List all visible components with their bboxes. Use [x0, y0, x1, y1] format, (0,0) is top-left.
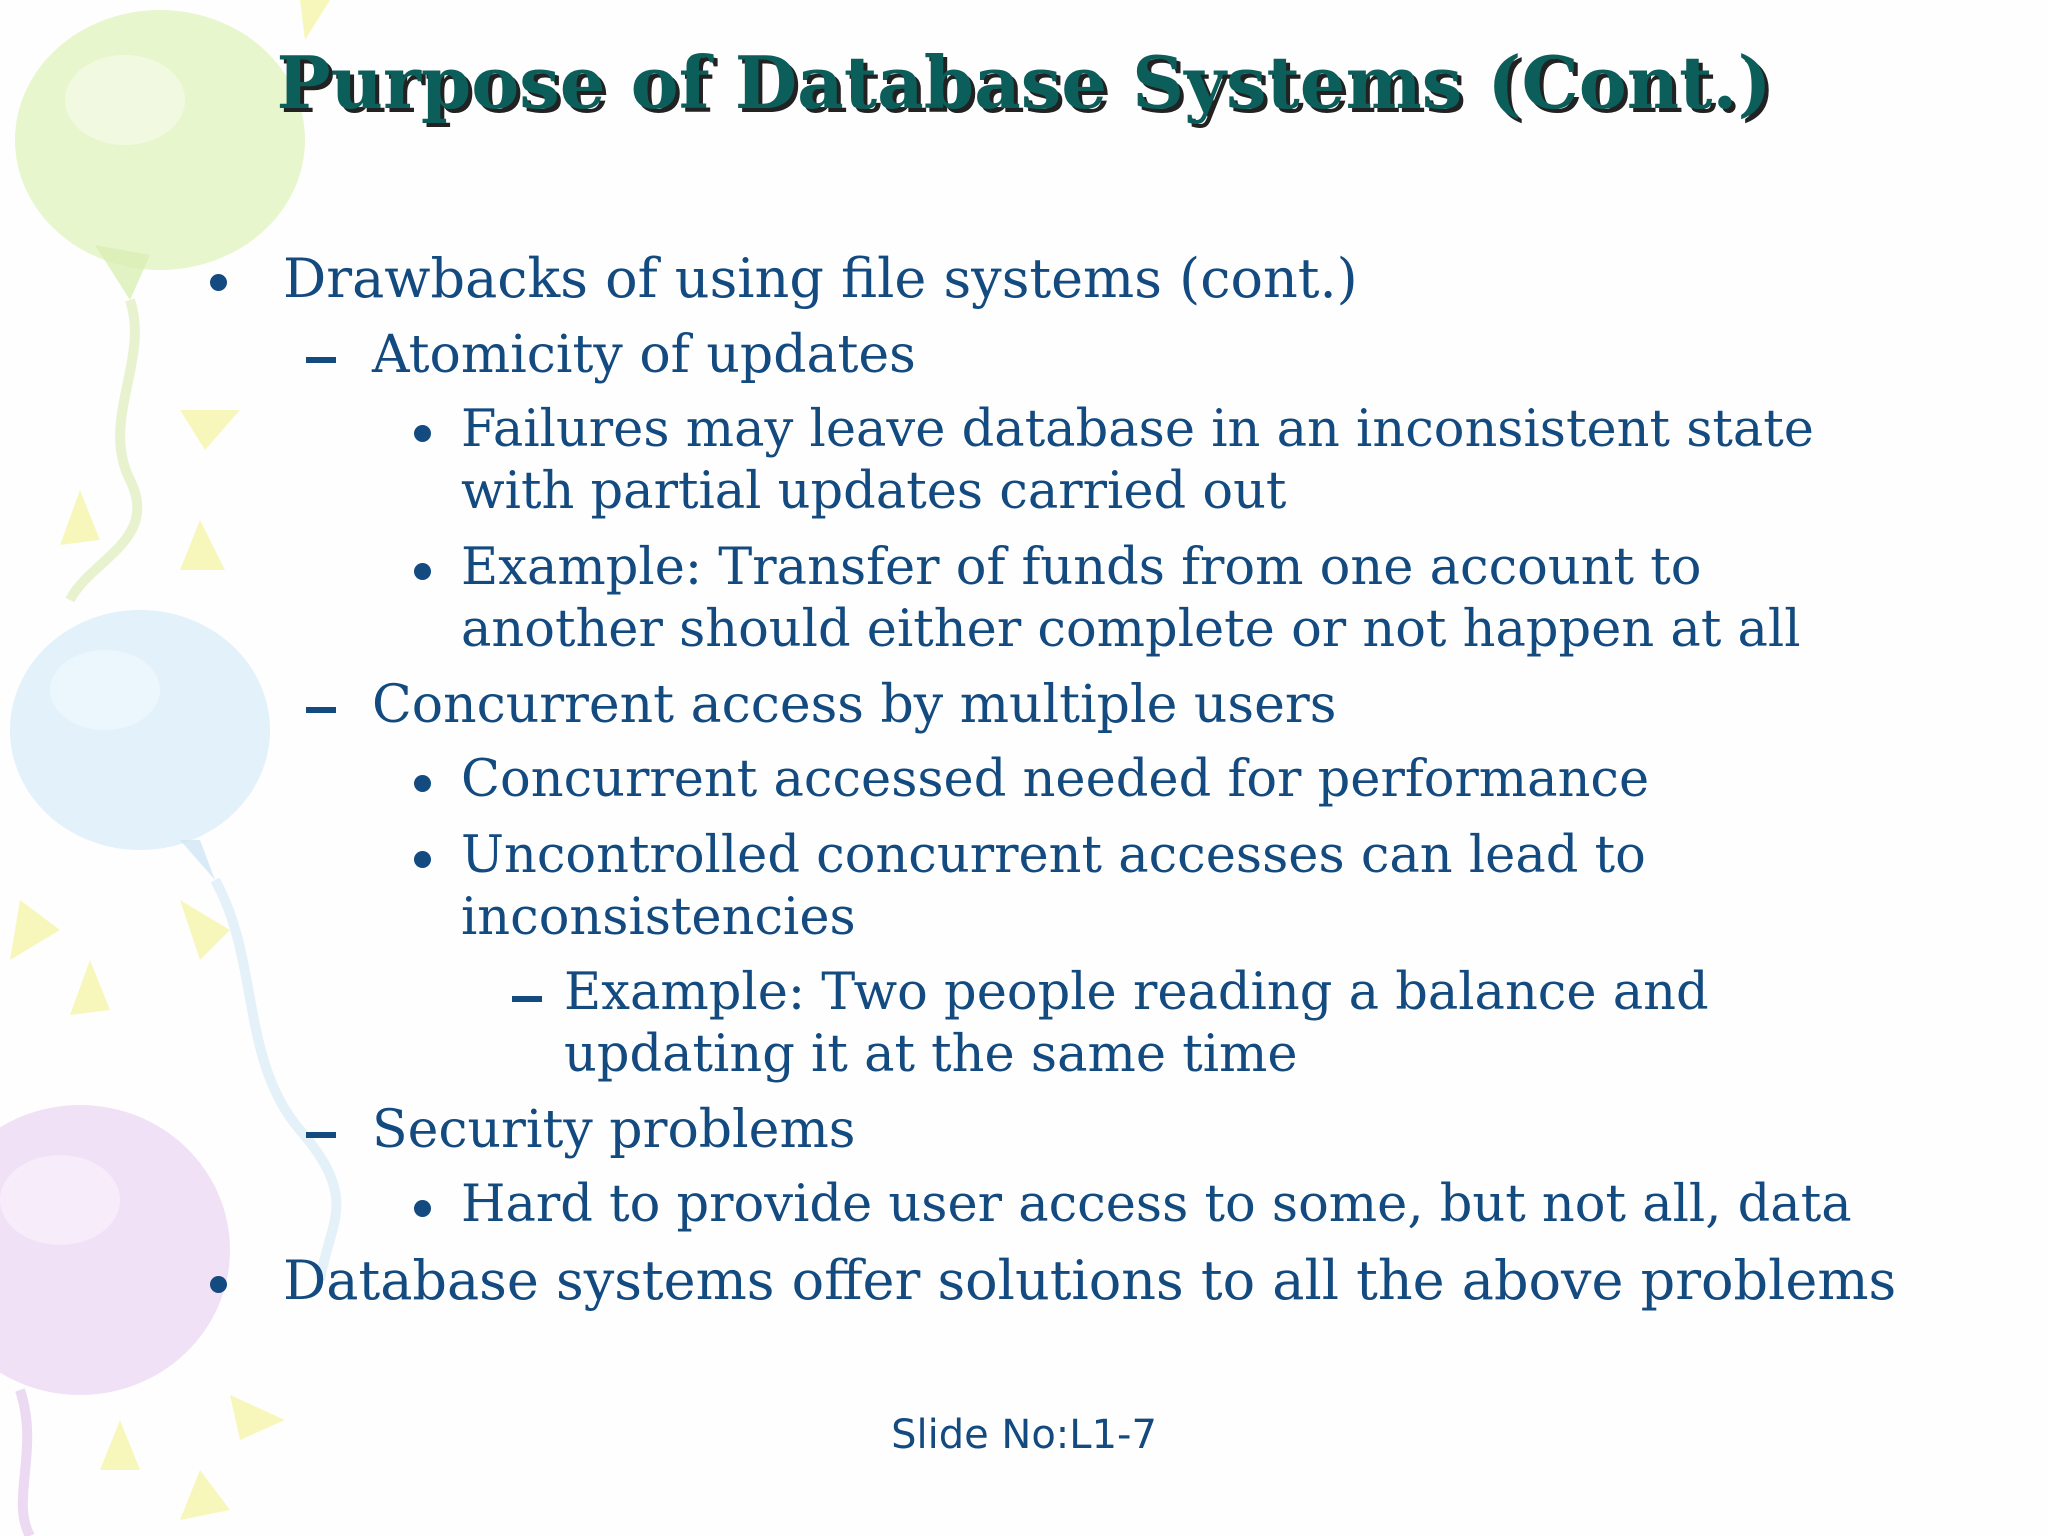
green-balloon-icon: [15, 10, 305, 603]
bullet-icon: [414, 425, 431, 442]
outline-point-uncontrolled: Uncontrolled concurrent accesses can lea…: [461, 826, 1646, 885]
dash-icon: [306, 357, 336, 363]
sunburst-icon: [10, 0, 330, 1520]
outline-point-failures-cont: with partial updates carried out: [461, 462, 1287, 521]
bullet-icon: [414, 775, 431, 792]
bullet-icon: [414, 563, 431, 580]
outline-subitem-security: Security problems: [372, 1100, 856, 1160]
slide-number: Slide No:L1-7: [891, 1412, 1157, 1458]
outline-point-transfer-cont: another should either complete or not ha…: [461, 600, 1801, 659]
outline-item-2: Database systems offer solutions to all …: [283, 1249, 1897, 1312]
outline-point-performance: Concurrent accessed needed for performan…: [461, 750, 1650, 809]
dash-icon: [306, 1132, 336, 1138]
dash-icon: [512, 996, 542, 1002]
outline-point-access: Hard to provide user access to some, but…: [461, 1175, 1852, 1234]
bullet-icon: [210, 274, 227, 291]
bullet-icon: [414, 851, 431, 868]
outline-point-failures: Failures may leave database in an incons…: [461, 400, 1814, 459]
outline-example-balance-cont: updating it at the same time: [564, 1025, 1298, 1084]
dash-icon: [306, 707, 336, 713]
blue-balloon-icon: [10, 610, 342, 1281]
purple-balloon-icon: [0, 1105, 230, 1536]
outline-point-uncontrolled-cont: inconsistencies: [461, 888, 856, 947]
outline-point-transfer: Example: Transfer of funds from one acco…: [461, 538, 1702, 597]
outline-subitem-atomicity: Atomicity of updates: [372, 325, 916, 385]
slide-title: Purpose of Database Systems (Cont.): [276, 40, 1772, 125]
bullet-icon: [414, 1200, 431, 1217]
outline-subitem-concurrent: Concurrent access by multiple users: [372, 675, 1337, 735]
bullet-icon: [210, 1276, 227, 1293]
outline-example-balance: Example: Two people reading a balance an…: [564, 963, 1709, 1022]
outline-item-1: Drawbacks of using file systems (cont.): [283, 247, 1358, 310]
